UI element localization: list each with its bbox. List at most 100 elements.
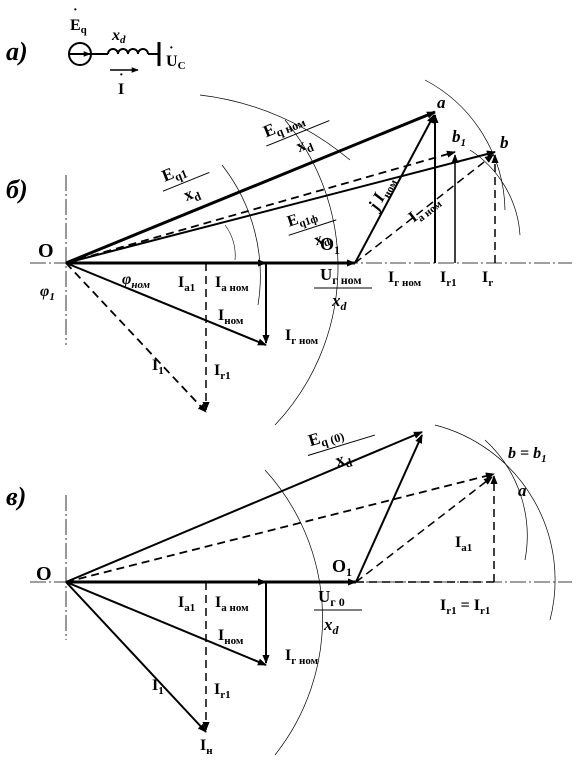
- b-eq-b1-label: b = b: [508, 445, 541, 462]
- svg-text:Ir1 = Ir1: Ir1 = Ir1: [440, 597, 490, 617]
- svg-text:xd: xd: [331, 291, 348, 313]
- j-inom-phasor: [354, 114, 435, 264]
- voltage-label: U: [166, 53, 178, 70]
- i1-phasor: [65, 262, 207, 413]
- arc-inner: [221, 164, 261, 306]
- svg-text:Iн: Iн: [200, 737, 213, 757]
- ig-nom-right-label: I: [388, 269, 394, 286]
- ia1-label: I: [178, 274, 184, 291]
- svg-text:UC: UC: [166, 53, 186, 72]
- circuit-diagram: а) Eq · xd I · UC ·: [6, 3, 186, 98]
- svg-text:Ir1: Ir1: [214, 362, 231, 382]
- inom-phasor: [65, 581, 267, 666]
- svg-text:Iа ном: Iа ном: [215, 594, 249, 614]
- diagram-v: в) O O1 b = b1 a Eq (0) xd Uг 0 xd Ia1 I…: [6, 422, 572, 757]
- section-label-v: в): [6, 482, 26, 511]
- eq1f-phasor: [65, 150, 456, 264]
- ia1-right-label: I: [455, 534, 461, 551]
- reactance-label: x: [111, 27, 120, 44]
- ir1-label: I: [214, 681, 220, 698]
- in-label: I: [200, 737, 206, 754]
- eq1f-label: Eq1ф xd: [285, 211, 337, 250]
- source-label: E: [70, 17, 81, 34]
- ir1-label: I: [214, 362, 220, 379]
- ia-nom-label: I: [215, 274, 221, 291]
- svg-text:Iном: Iном: [218, 627, 244, 647]
- svg-text:Eq: Eq: [70, 17, 88, 36]
- ir1-eq-label: I: [440, 597, 446, 614]
- i1-label: I: [152, 677, 158, 694]
- eq1-dashed-phasor: [65, 472, 495, 583]
- j-inom-phasor: [355, 434, 423, 583]
- dashed-diag-phasor: [355, 476, 493, 583]
- origin1-label: O: [320, 234, 334, 254]
- svg-text:Uг 0: Uг 0: [318, 587, 345, 609]
- svg-text:I1: I1: [152, 677, 164, 697]
- arc-right-b: [484, 439, 528, 561]
- svg-text:Uг ном: Uг ном: [320, 265, 362, 287]
- ia1-label: I: [178, 594, 184, 611]
- diagram-b: б) O O1 a b b1 Eq ном: [6, 79, 572, 426]
- svg-text:Iа ном: Iа ном: [215, 274, 249, 294]
- eq0-label: Eq (0) xd: [306, 422, 376, 471]
- svg-text:Ia1: Ia1: [455, 534, 472, 554]
- origin-label: O: [38, 240, 54, 262]
- point-a-label: a: [518, 481, 527, 500]
- ug0-label: U: [318, 587, 330, 606]
- ig-nom-label: I: [285, 327, 291, 344]
- svg-text:Ir: Ir: [482, 269, 493, 289]
- svg-text:xd: xd: [293, 133, 316, 159]
- ig-nom-label: I: [285, 647, 291, 664]
- svg-text:φ1: φ1: [40, 283, 55, 303]
- inom-phasor: [65, 262, 267, 346]
- section-label-b: б): [6, 175, 28, 204]
- inductor-icon: [107, 48, 149, 55]
- inom-label: I: [218, 627, 224, 644]
- eq0-phasor: [65, 431, 423, 583]
- point-b1-label: b: [452, 127, 461, 146]
- arc-inom: [264, 469, 323, 756]
- svg-text:b1: b1: [452, 127, 466, 149]
- svg-text:·: ·: [119, 68, 124, 83]
- point-a-label: a: [437, 93, 446, 112]
- eq1-phasor: [65, 150, 496, 264]
- svg-text:Ir1: Ir1: [214, 681, 231, 701]
- svg-text:·: ·: [73, 3, 78, 18]
- svg-text:xd: xd: [323, 615, 340, 637]
- svg-text:Eq (0): Eq (0): [306, 422, 346, 453]
- svg-text:·: ·: [169, 41, 174, 56]
- svg-text:φном: φном: [122, 271, 151, 291]
- origin-label: O: [36, 563, 52, 585]
- phi-nom-label: φ: [122, 271, 131, 288]
- eq-nom-label: Eq ном xd: [260, 115, 330, 159]
- j-inom-label: j Iном: [363, 177, 400, 215]
- arc-inom: [274, 119, 339, 426]
- svg-text:Iг ном: Iг ном: [285, 327, 319, 347]
- origin1-label: O: [332, 556, 346, 576]
- ug-nom-label: U: [320, 265, 332, 284]
- arc-right-a: [424, 79, 506, 211]
- svg-text:Ia1: Ia1: [178, 594, 195, 614]
- svg-text:Ia1: Ia1: [178, 274, 195, 294]
- svg-text:O1: O1: [320, 234, 340, 257]
- ir1-right-label: I: [440, 269, 446, 286]
- ia-nom-label: I: [215, 594, 221, 611]
- svg-text:b = b1: b = b1: [508, 445, 547, 465]
- i1-phasor: [65, 581, 207, 733]
- svg-text:Ir1: Ir1: [440, 269, 457, 289]
- phi1-label: φ: [40, 283, 49, 300]
- ir-right-label: I: [482, 269, 488, 286]
- eq-nom-phasor: [65, 110, 436, 265]
- point-b-label: b: [500, 133, 509, 152]
- svg-text:xd: xd: [111, 27, 126, 46]
- ia-nom-diag-phasor: [354, 154, 494, 264]
- svg-text:Eq1: Eq1: [159, 159, 190, 188]
- section-label-a: а): [6, 37, 28, 66]
- svg-text:xd: xd: [181, 181, 204, 207]
- arc-right-a: [434, 424, 556, 621]
- i1-label: I: [152, 357, 158, 374]
- svg-text:Iном: Iном: [218, 307, 244, 327]
- arc-small: [224, 224, 236, 261]
- arc-outer-top: [199, 94, 351, 161]
